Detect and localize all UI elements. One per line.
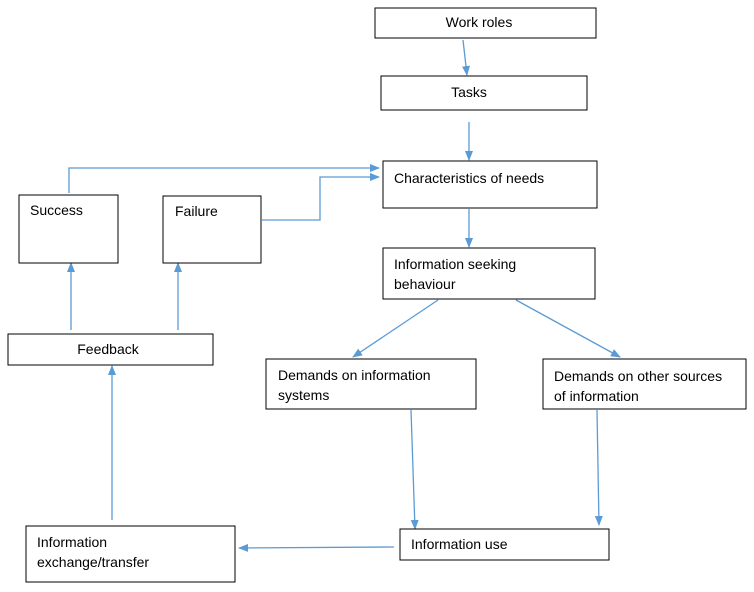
arrow-demands-other-to-use <box>594 409 603 526</box>
information-seeking-behaviour-label: Information seeking behaviour <box>394 256 520 292</box>
work-roles-box: Work roles <box>374 7 597 39</box>
tasks-box: Tasks <box>380 75 588 111</box>
feedback-label: Feedback <box>77 341 139 357</box>
demands-on-other-sources-label: Demands on other sources of information <box>554 368 726 404</box>
arrow-success-to-characteristics <box>68 164 380 193</box>
information-use-box: Information use <box>399 528 610 561</box>
arrow-failure-to-characteristics <box>262 173 380 221</box>
arrow-seeking-to-demands-systems <box>352 299 439 358</box>
arrow-work-roles-to-tasks <box>462 39 470 76</box>
information-use-label: Information use <box>411 536 508 552</box>
information-seeking-behaviour-box: Information seeking behaviour <box>382 247 596 300</box>
arrow-seeking-to-demands-other <box>515 299 621 358</box>
failure-label: Failure <box>175 203 218 219</box>
failure-box: Failure <box>162 195 262 264</box>
tasks-label: Tasks <box>451 84 487 100</box>
demands-on-other-sources-box: Demands on other sources of information <box>542 358 747 410</box>
characteristics-of-needs-label: Characteristics of needs <box>394 170 544 186</box>
feedback-box: Feedback <box>7 333 214 366</box>
characteristics-of-needs-box: Characteristics of needs <box>382 160 598 209</box>
arrow-demands-systems-to-use <box>410 409 419 530</box>
arrow-use-to-exchange <box>238 543 395 552</box>
success-box: Success <box>18 194 119 264</box>
connectors <box>67 39 621 552</box>
success-label: Success <box>30 202 83 218</box>
demands-on-information-systems-box: Demands on information systems <box>265 358 477 410</box>
information-exchange-transfer-box: Information exchange/transfer <box>25 525 236 583</box>
work-roles-label: Work roles <box>446 14 513 30</box>
demands-on-information-systems-label: Demands on information systems <box>278 367 434 403</box>
information-exchange-transfer-label: Information exchange/transfer <box>37 534 149 570</box>
